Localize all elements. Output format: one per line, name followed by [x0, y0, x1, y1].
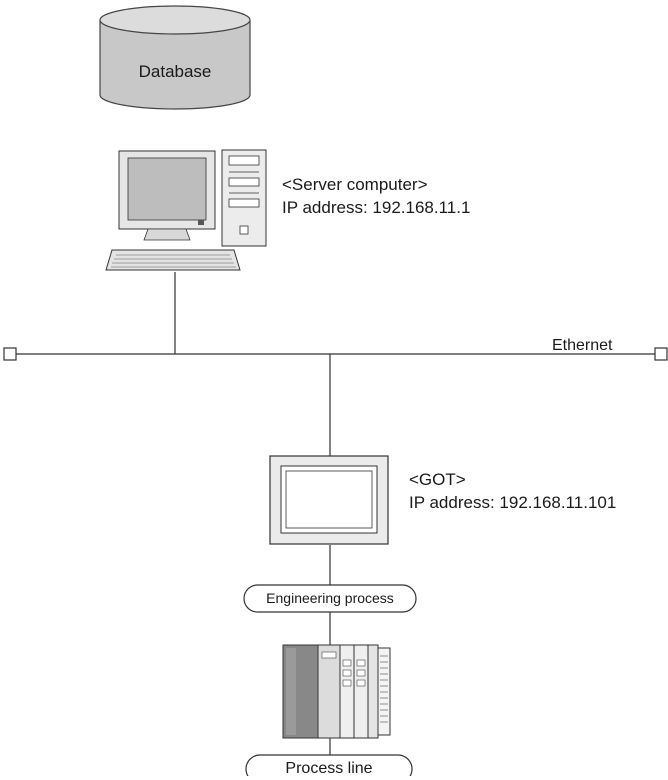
- engineering-process-pill: [243, 584, 417, 613]
- server-computer-icon: [105, 149, 267, 271]
- server-name-label: <Server computer>: [282, 175, 428, 194]
- server-ip-label: IP address: 192.168.11.1: [282, 198, 471, 217]
- got-ip-label: IP address: 192.168.11.101: [409, 493, 617, 512]
- plc-rack-icon: [282, 644, 391, 739]
- terminator-right-icon: [654, 347, 668, 361]
- terminator-left-icon: [3, 347, 17, 361]
- got-panel-icon: [269, 455, 389, 545]
- database-label: Database: [138, 62, 212, 81]
- process-line-label: Process line: [285, 760, 373, 777]
- ethernet-label: Ethernet: [552, 337, 613, 354]
- engineering-process-label: Engineering process: [266, 590, 394, 606]
- process-line-pill: [245, 754, 413, 776]
- database-icon: [99, 5, 251, 110]
- ethernet-lines: [16, 272, 655, 755]
- got-name-label: <GOT>: [409, 470, 466, 489]
